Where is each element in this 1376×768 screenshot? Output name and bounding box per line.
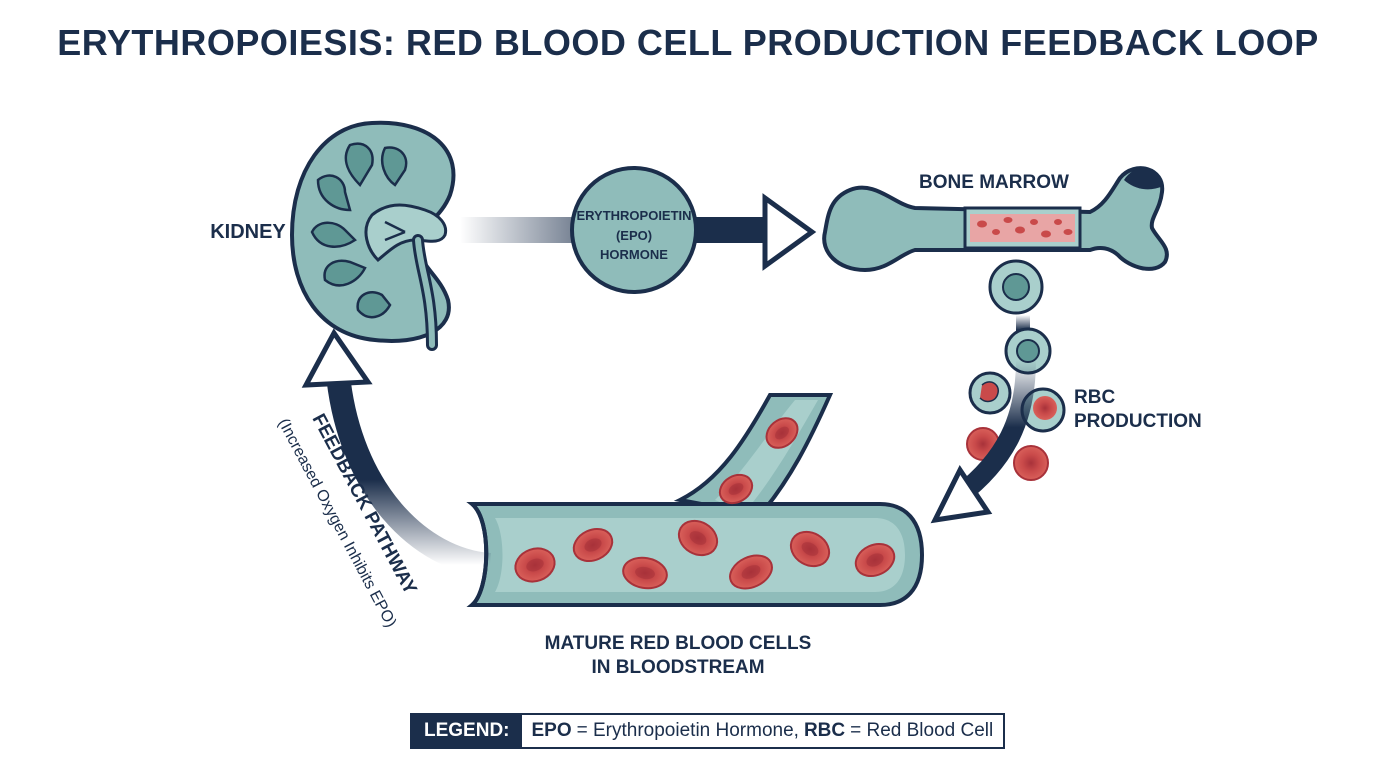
bloodstream-label-line1: MATURE RED BLOOD CELLS	[545, 633, 812, 654]
bloodstream-label-line2: IN BLOODSTREAM	[591, 657, 764, 678]
red-blood-cell-icon	[1013, 445, 1049, 481]
feedback-arrow	[301, 328, 492, 577]
page-title: ERYTHROPOIESIS: RED BLOOD CELL PRODUCTIO…	[57, 22, 1319, 63]
stem-cell-icon	[988, 259, 1044, 315]
reticulocyte-icon	[968, 371, 1012, 415]
legend: LEGEND: EPO = Erythropoietin Hormone, RB…	[410, 713, 1006, 749]
kidney-label: KIDNEY	[210, 221, 286, 243]
legend-def-epo: = Erythropoietin Hormone,	[576, 720, 799, 741]
bone-marrow-label: BONE MARROW	[919, 172, 1069, 193]
rbc-label-line2: PRODUCTION	[1074, 411, 1202, 432]
hormone-circle-icon	[570, 166, 698, 294]
rbc-label-line1: RBC	[1074, 387, 1115, 408]
red-blood-cells-in-vessel	[514, 417, 896, 590]
rbc-production-cells	[930, 259, 1066, 524]
hormone-label-line3: HORMONE	[600, 247, 668, 262]
legend-term-rbc: RBC	[803, 720, 846, 741]
kidney-icon	[289, 120, 456, 351]
hormone-label-line2: (EPO)	[616, 228, 652, 243]
legend-def-rbc: = Red Blood Cell	[850, 720, 994, 741]
legend-tag: LEGEND:	[412, 715, 522, 747]
bone-icon	[822, 166, 1169, 273]
legend-body: EPO = Erythropoietin Hormone, RBC = Red …	[521, 715, 1004, 747]
legend-term-epo: EPO	[531, 720, 572, 741]
hormone-label-line1: ERYTHROPOIETIN	[576, 208, 691, 223]
